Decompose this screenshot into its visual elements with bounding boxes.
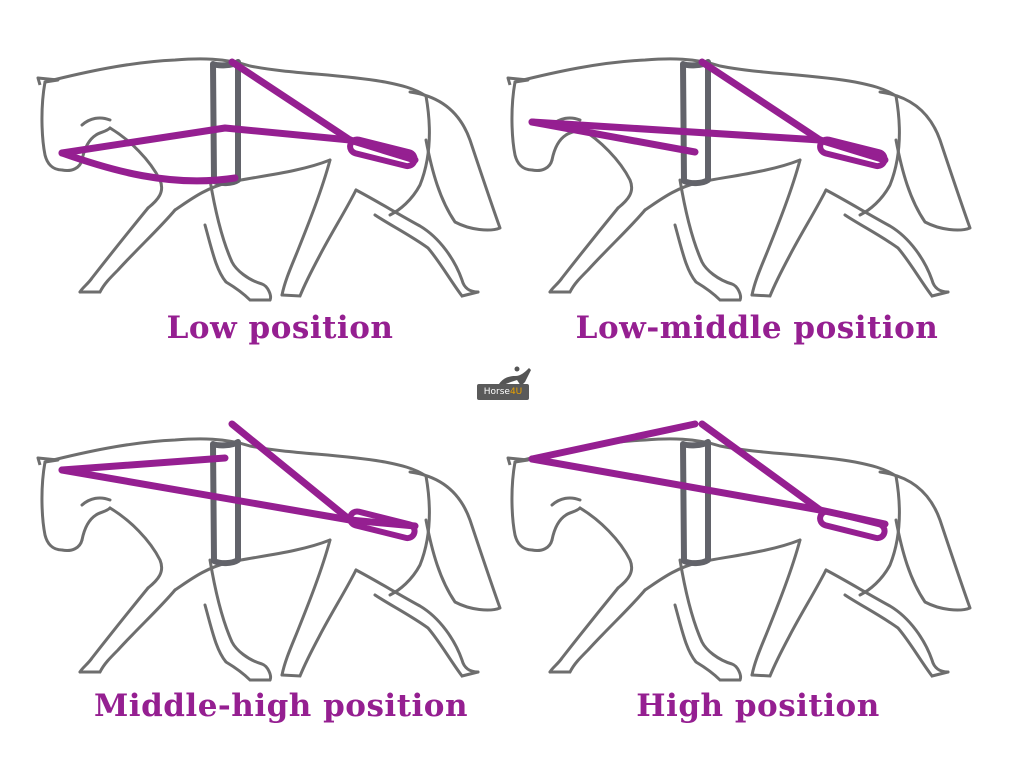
watermark-text-a: Horse [483,387,510,397]
strap-line-4 [346,136,419,164]
caption-middle-high-position: Middle-high position [93,688,469,724]
horse-panel-middle-high [38,420,500,680]
watermark-logo: Horse4U [477,364,539,404]
strap-loop [347,136,418,170]
strap-line-1 [58,124,354,157]
strap-line-2 [58,149,239,185]
horse-outline [38,59,500,300]
strap-line-2 [528,455,824,514]
strap-line-1 [528,420,699,463]
caption-low-position: Low position [166,310,394,346]
strap-line-1 [528,118,824,144]
panels-layer [38,59,970,680]
strap-line-3 [228,58,354,144]
horse-rider-icon [499,366,531,386]
strap-line-1 [58,466,354,524]
horse-outline [508,439,970,680]
strap-line-4 [816,136,889,164]
watermark-text-b: 4U [509,387,523,397]
watermark-plate: Horse4U [477,384,529,400]
strap-loop [817,508,888,542]
strap-loop [817,136,888,170]
caption-high-position: High position [636,688,880,724]
horse-panel-low-middle [508,59,970,300]
strap-line-3 [228,420,354,524]
strap-line-3 [698,58,824,144]
strap-line-3 [698,420,824,514]
caption-low-middle-position: Low-middle position [575,310,939,346]
strap-loop [347,508,418,542]
strap-line-2 [58,454,229,474]
horse-panel-high [508,420,970,680]
horse-panel-low [38,59,500,300]
horse-outline [508,59,970,300]
strap-line-2 [528,118,699,156]
